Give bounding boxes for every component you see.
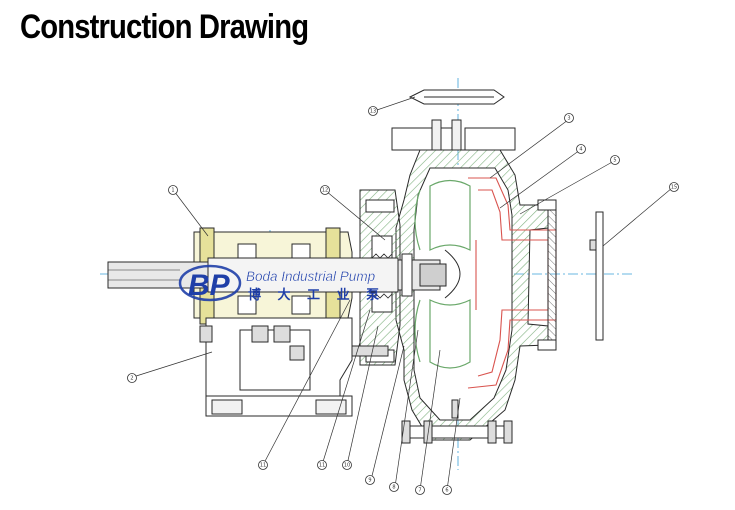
- callout-8: 8: [389, 482, 399, 492]
- callout-12: 12: [320, 185, 330, 195]
- svg-text:7: 7: [418, 488, 421, 494]
- svg-text:BP: BP: [188, 269, 231, 302]
- company-name-chinese: 博 大 工 业 泵: [248, 287, 385, 303]
- discharge-blocks: [391, 119, 516, 151]
- callout-1: 1: [168, 185, 178, 195]
- callout-13: 13: [368, 106, 378, 116]
- svg-text:15: 15: [671, 185, 677, 191]
- suction-cover-plate: [589, 211, 604, 341]
- svg-text:11: 11: [319, 463, 325, 469]
- svg-text:1: 1: [171, 188, 174, 194]
- svg-text:2: 2: [130, 376, 133, 382]
- callout-2: 2: [127, 373, 137, 383]
- callout-7: 7: [415, 485, 425, 495]
- top-flange: [408, 89, 505, 105]
- shaft-sleeve: [395, 253, 447, 297]
- callout-10: 10: [342, 460, 352, 470]
- svg-text:6: 6: [445, 488, 448, 494]
- company-name: Boda Industrial Pump: [246, 269, 376, 284]
- impeller: [414, 179, 471, 369]
- svg-text:12: 12: [322, 188, 328, 194]
- page-title: Construction Drawing: [20, 8, 309, 46]
- svg-text:3: 3: [567, 116, 570, 122]
- bp-mark-icon: BP: [178, 264, 242, 302]
- callout-9: 9: [365, 475, 375, 485]
- callout-5: 5: [610, 155, 620, 165]
- callout-11b: 11: [317, 460, 327, 470]
- svg-text:10: 10: [344, 463, 350, 469]
- callout-3: 3: [564, 113, 574, 123]
- callout-11: 11: [258, 460, 268, 470]
- svg-text:8: 8: [392, 485, 395, 491]
- company-logo: BP Boda Industrial Pump 博 大 工 业 泵: [178, 264, 385, 303]
- svg-text:9: 9: [368, 478, 371, 484]
- svg-text:5: 5: [613, 158, 616, 164]
- callout-6: 6: [442, 485, 452, 495]
- pedestal-base: [199, 317, 389, 417]
- callout-leaders: [132, 96, 673, 491]
- suction-pipe: [537, 199, 557, 351]
- pump-casing: [395, 149, 549, 441]
- callout-15: 15: [669, 182, 679, 192]
- svg-text:11: 11: [260, 463, 266, 469]
- svg-text:13: 13: [370, 109, 376, 115]
- callout-4: 4: [576, 144, 586, 154]
- svg-text:4: 4: [579, 147, 582, 153]
